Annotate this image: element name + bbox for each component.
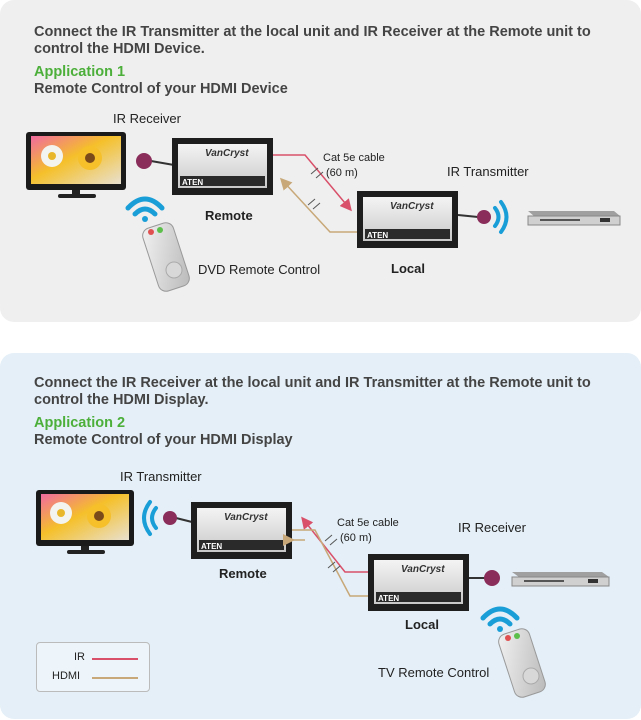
legend-ir-swatch — [92, 658, 138, 660]
app1-remote-label: Remote — [205, 208, 253, 223]
local-unit-icon — [368, 554, 469, 611]
dvd-player-icon — [511, 572, 610, 587]
app2-title: Application 2 — [34, 415, 126, 431]
app2-cable-label-line2: (60 m) — [340, 532, 372, 544]
app2-heading-line1: Connect the IR Receiver at the local uni… — [34, 375, 591, 391]
app1-heading-line2: control the HDMI Device. — [34, 41, 205, 57]
remote-unit-icon — [172, 138, 273, 195]
hdmi-cable — [279, 177, 357, 233]
ir-receiver-icon — [136, 153, 175, 169]
wave-icon — [480, 606, 520, 632]
app2-ir-receiver-label: IR Receiver — [458, 520, 526, 535]
tv-icon — [36, 490, 134, 554]
device-maker: ATEN — [367, 231, 389, 240]
remote-control-icon — [142, 222, 190, 292]
app1-title: Application 1 — [34, 64, 126, 80]
local-unit-icon — [357, 191, 458, 248]
app2-remote-control-label: TV Remote Control — [378, 665, 490, 680]
app1-cable-label-line2: (60 m) — [326, 167, 358, 179]
app1-ir-receiver-label: IR Receiver — [113, 111, 181, 126]
remote-control-icon — [498, 628, 546, 698]
cable-break-marks — [307, 167, 324, 210]
app1-ir-transmitter-label: IR Transmitter — [447, 164, 529, 179]
ir-cable — [273, 154, 352, 212]
app1-cable-label-line1: Cat 5e cable — [323, 152, 385, 164]
wave-icon — [142, 500, 158, 536]
app1-remote-control-label: DVD Remote Control — [198, 262, 321, 277]
app2-remote-label: Remote — [219, 566, 267, 581]
legend: IR HDMI — [36, 642, 150, 692]
ir-transmitter-icon — [457, 210, 491, 224]
app2-subtitle: Remote Control of your HDMI Display — [34, 432, 293, 448]
device-brand: VanCryst — [390, 201, 434, 212]
app1-subtitle: Remote Control of your HDMI Device — [34, 81, 288, 97]
dvd-player-icon — [527, 211, 621, 226]
device-maker: ATEN — [182, 178, 204, 187]
app2-cable-label-line1: Cat 5e cable — [337, 517, 399, 529]
legend-hdmi-swatch — [92, 677, 138, 679]
cable-break-marks — [324, 534, 341, 573]
remote-unit-icon — [191, 502, 292, 559]
app2-local-label: Local — [405, 617, 439, 632]
device-brand: VanCryst — [205, 148, 249, 159]
wave-icon — [125, 196, 165, 222]
app1-heading-line1: Connect the IR Transmitter at the local … — [34, 24, 591, 40]
device-brand: VanCryst — [401, 564, 445, 575]
app2-ir-transmitter-label: IR Transmitter — [120, 469, 202, 484]
device-maker: ATEN — [201, 542, 223, 551]
wave-icon — [493, 200, 509, 234]
tv-icon — [26, 132, 126, 198]
app1-local-label: Local — [391, 261, 425, 276]
legend-hdmi-label: HDMI — [52, 670, 81, 682]
legend-ir-label: IR — [74, 651, 85, 663]
device-maker: ATEN — [378, 594, 400, 603]
hdmi-cable — [283, 529, 368, 597]
app2-heading-line2: control the HDMI Display. — [34, 392, 209, 408]
device-brand: VanCryst — [224, 512, 268, 523]
ir-receiver-icon — [469, 570, 500, 586]
ir-cable — [301, 516, 368, 573]
ir-transmitter-icon — [163, 511, 193, 525]
